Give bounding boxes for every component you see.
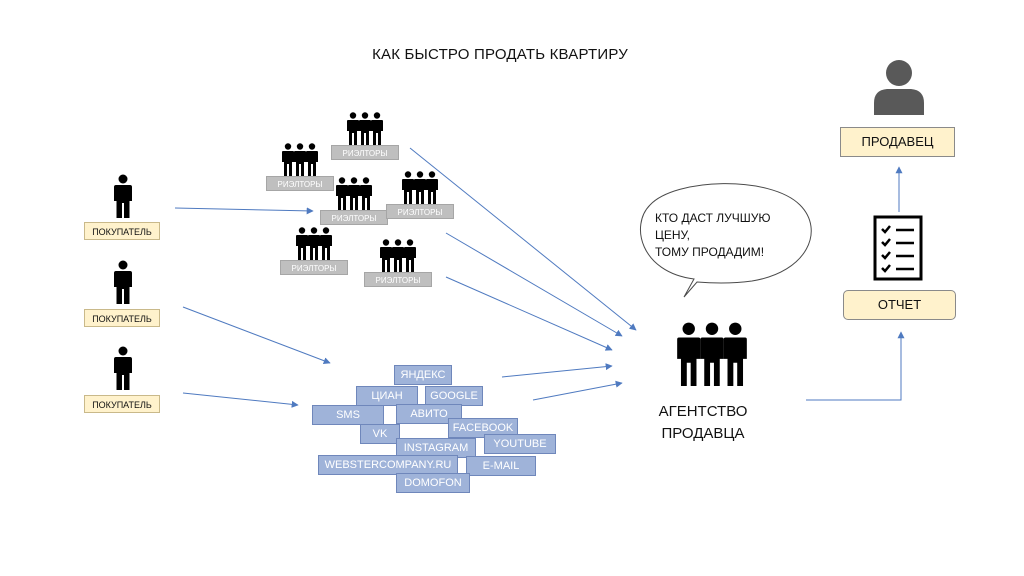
- seller-box: ПРОДАВЕЦ: [840, 127, 955, 157]
- realtor-label: РИЭЛТОРЫ: [331, 145, 399, 160]
- people-group-icon: [336, 177, 372, 210]
- page-title: КАК БЫСТРО ПРОДАТЬ КВАРТИРУ: [372, 46, 628, 63]
- realtor-group: РИЭЛТОРЫ: [363, 239, 433, 287]
- arrow-agency-report: [806, 331, 905, 401]
- people-group-icon: [402, 171, 438, 204]
- people-group-icon: [380, 239, 416, 272]
- channel-box: АВИТО: [396, 404, 462, 424]
- buyer-icon: [113, 260, 133, 304]
- arrow-channels-agency-2: [532, 380, 623, 401]
- speech-bubble: [640, 183, 812, 298]
- people-group-icon: [347, 112, 383, 145]
- buyer-label: ПОКУПАТЕЛЬ: [84, 222, 160, 240]
- channel-box: VK: [360, 424, 400, 444]
- people-group-icon: [296, 227, 332, 260]
- realtor-label: РИЭЛТОРЫ: [280, 260, 348, 275]
- realtor-group: РИЭЛТОРЫ: [319, 177, 389, 225]
- arrow-realtor-agency-1: [409, 147, 637, 331]
- realtor-group: РИЭЛТОРЫ: [265, 143, 335, 191]
- channel-box: DOMOFON: [396, 473, 470, 493]
- arrow-realtor-agency-2: [445, 232, 623, 337]
- channel-box: SMS: [312, 405, 384, 425]
- channel-box: ЯНДЕКС: [394, 365, 452, 385]
- channel-box: WEBSTERCOMPANY.RU: [318, 455, 458, 475]
- buyer-icon: [113, 346, 133, 390]
- channel-box: E-MAIL: [466, 456, 536, 476]
- buyer-icon: [113, 174, 133, 218]
- seller-avatar-icon: [874, 60, 924, 115]
- realtor-label: РИЭЛТОРЫ: [320, 210, 388, 225]
- channel-box: YOUTUBE: [484, 434, 556, 454]
- agency-label: АГЕНТСТВО ПРОДАВЦА: [658, 403, 748, 442]
- people-group-icon: [282, 143, 318, 176]
- arrow-realtor-agency-3: [445, 276, 613, 351]
- channel-box: INSTAGRAM: [396, 438, 476, 458]
- channel-box: GOOGLE: [425, 386, 483, 406]
- arrow-buyer1-realtors: [174, 207, 314, 215]
- arrow-buyer3-channels: [182, 392, 299, 408]
- report-box: ОТЧЕТ: [843, 290, 956, 320]
- agency-group-icon: [676, 322, 748, 386]
- realtor-label: РИЭЛТОРЫ: [386, 204, 454, 219]
- realtor-group: РИЭЛТОРЫ: [330, 112, 400, 160]
- realtor-label: РИЭЛТОРЫ: [266, 176, 334, 191]
- arrow-channels-agency-1: [501, 363, 613, 378]
- arrow-buyer2-channels: [182, 306, 331, 365]
- buyer-label: ПОКУПАТЕЛЬ: [84, 395, 160, 413]
- channel-box: FACEBOOK: [448, 418, 518, 438]
- realtor-group: РИЭЛТОРЫ: [279, 227, 349, 275]
- channel-box: ЦИАН: [356, 386, 418, 406]
- speech-bubble-text: КТО ДАСТ ЛУЧШУЮ ЦЕНУ, ТОМУ ПРОДАДИМ!: [655, 211, 771, 259]
- realtor-group: РИЭЛТОРЫ: [385, 171, 455, 219]
- realtor-label: РИЭЛТОРЫ: [364, 272, 432, 287]
- checklist-icon: [873, 215, 923, 281]
- buyer-label: ПОКУПАТЕЛЬ: [84, 309, 160, 327]
